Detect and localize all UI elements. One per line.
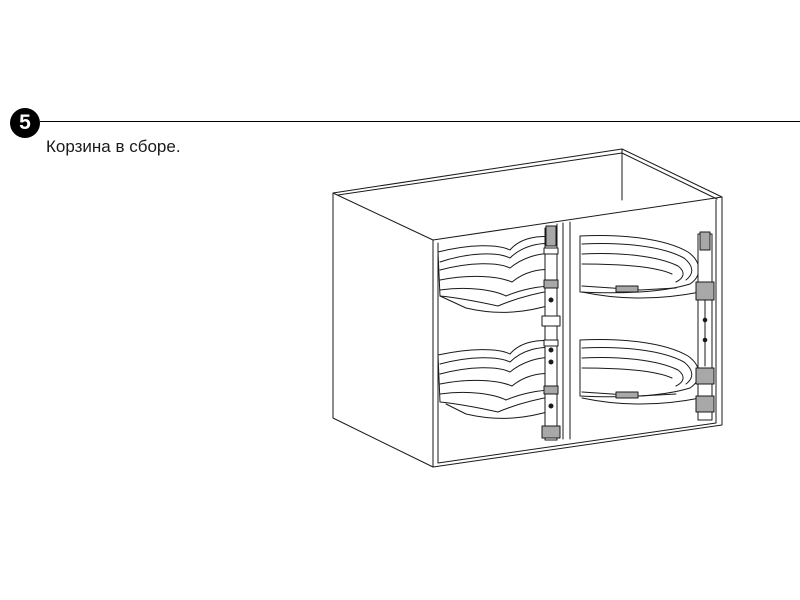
upper-right-basket <box>579 235 701 299</box>
center-mechanism-post <box>541 225 561 441</box>
step-number-badge: 5 <box>10 108 40 138</box>
step-header: 5 Корзина в сборе. <box>0 0 800 170</box>
step-caption: Корзина в сборе. <box>46 137 181 156</box>
right-hinge-rail <box>695 231 715 421</box>
cabinet-carcass <box>332 148 723 468</box>
step-divider-line <box>40 121 800 122</box>
lower-right-basket <box>579 339 701 405</box>
